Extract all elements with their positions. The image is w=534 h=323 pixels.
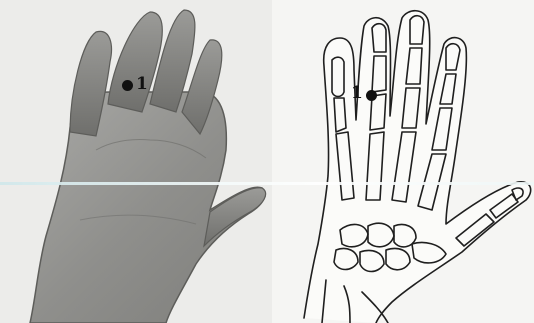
marker-dot-skeleton [366,90,377,101]
marker-label-skeleton: 1 [351,85,363,102]
marker-label-photo: 1 [136,76,148,93]
scan-artifact-line [0,182,534,185]
marker-dot-photo [122,80,133,91]
